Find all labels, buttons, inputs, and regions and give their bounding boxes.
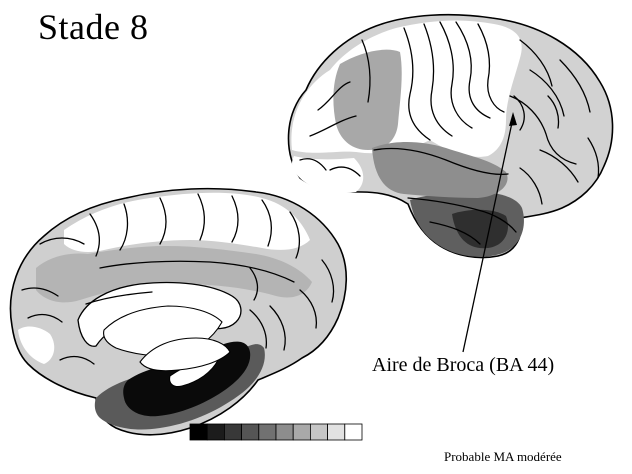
lateral-brain-view bbox=[287, 13, 614, 259]
legend-swatch bbox=[223, 423, 242, 441]
legend-swatch bbox=[344, 423, 363, 441]
medial-white-lower bbox=[18, 326, 55, 364]
lateral-temporal-core bbox=[452, 209, 508, 249]
medial-mid-gray-band bbox=[36, 246, 312, 303]
broca-pointer-line bbox=[462, 117, 514, 353]
legend-swatch bbox=[275, 423, 294, 441]
grayscale-legend bbox=[189, 423, 363, 441]
legend-swatch bbox=[258, 423, 277, 441]
medial-thalamus bbox=[139, 337, 231, 372]
lateral-white-lower bbox=[292, 156, 364, 193]
legend-swatch bbox=[189, 423, 208, 441]
legend-swatch bbox=[206, 423, 225, 441]
lateral-insula-gray bbox=[372, 142, 508, 198]
legend-swatch bbox=[309, 423, 328, 441]
broca-pointer-arrowhead bbox=[509, 112, 517, 126]
lateral-mid-gray-band bbox=[333, 49, 402, 150]
broca-area-label: Aire de Broca (BA 44) bbox=[372, 354, 555, 376]
legend-swatch bbox=[292, 423, 311, 441]
legend-swatch bbox=[241, 423, 260, 441]
figure-caption: Probable MA modérée bbox=[444, 449, 562, 464]
lateral-white-region bbox=[291, 20, 522, 157]
stage-title: Stade 8 bbox=[38, 7, 149, 47]
legend-swatch bbox=[327, 423, 346, 441]
medial-brain-view bbox=[9, 187, 348, 436]
